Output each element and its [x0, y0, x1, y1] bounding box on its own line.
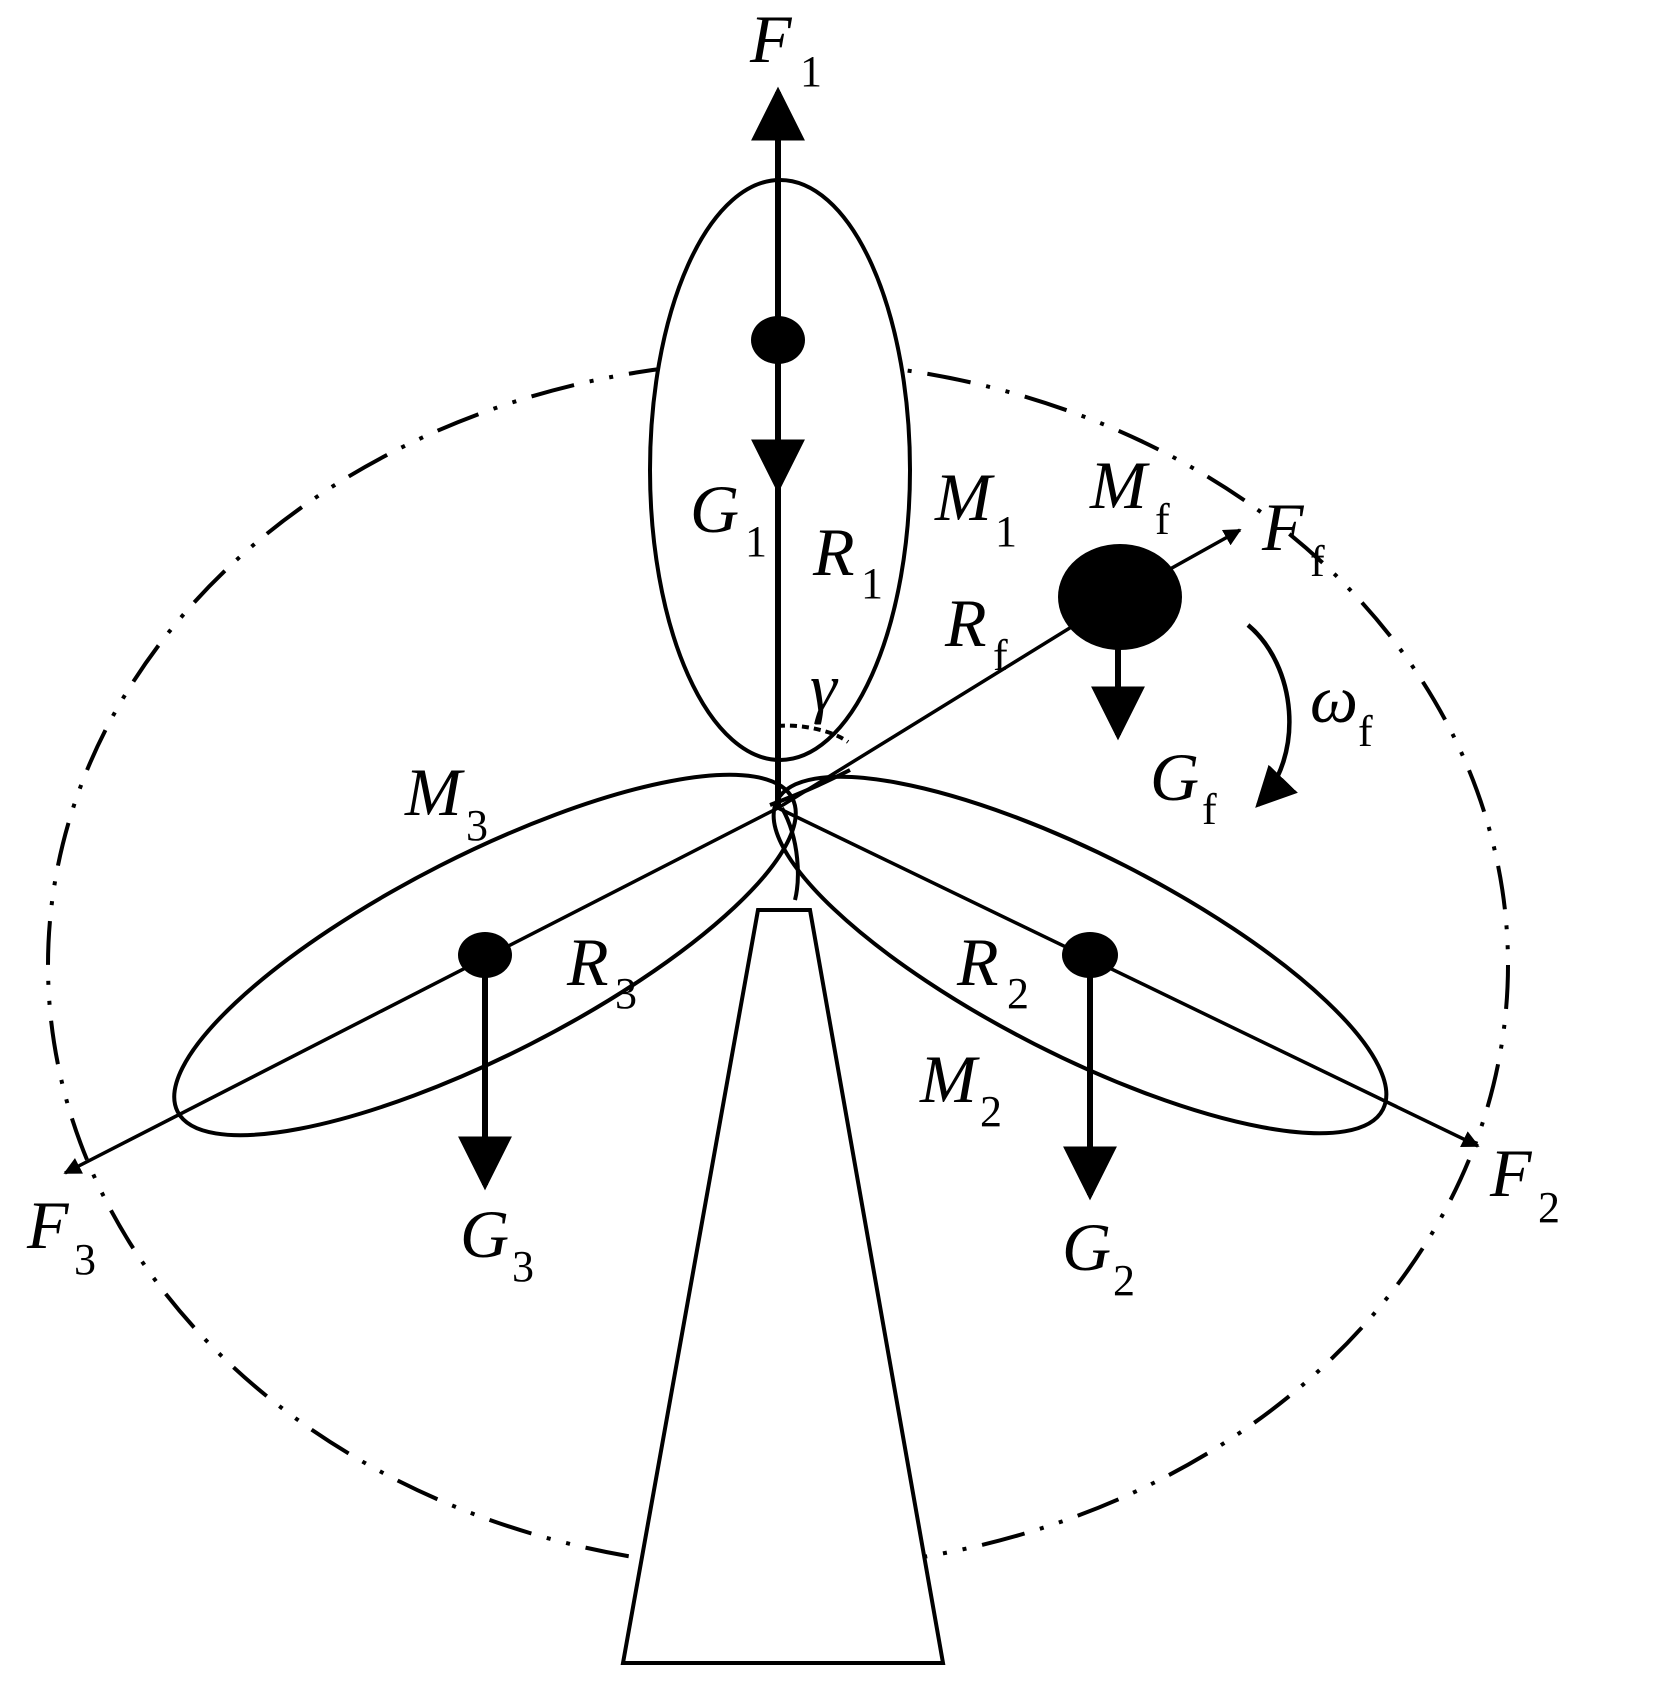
svg-text:1: 1	[745, 517, 767, 566]
label-mf: M f	[1089, 447, 1170, 544]
tower	[620, 908, 946, 1665]
svg-text:γ: γ	[810, 649, 839, 725]
svg-text:G: G	[1062, 1209, 1111, 1285]
f3-arrow	[63, 806, 779, 1175]
svg-text:f: f	[993, 631, 1008, 680]
f2-arrow	[777, 806, 1480, 1148]
label-m2: M 2	[919, 1041, 1002, 1136]
label-g1: G 1	[690, 471, 767, 566]
svg-text:1: 1	[995, 507, 1017, 556]
label-gf: G f	[1150, 739, 1217, 834]
label-m1: M 1	[934, 459, 1017, 556]
svg-text:1: 1	[861, 559, 883, 608]
label-gamma: γ	[810, 649, 839, 725]
svg-text:F: F	[749, 1, 793, 77]
svg-text:F: F	[1489, 1135, 1533, 1211]
blade-1-mass-point	[751, 316, 805, 364]
svg-text:G: G	[460, 1196, 509, 1272]
svg-text:3: 3	[74, 1235, 96, 1284]
label-rf: R f	[944, 585, 1008, 680]
svg-text:2: 2	[1113, 1256, 1135, 1305]
svg-text:3: 3	[512, 1242, 534, 1291]
gamma-angle-arc	[777, 723, 850, 744]
svg-text:M: M	[1089, 447, 1150, 523]
label-f3: F 3	[26, 1187, 96, 1284]
label-f2: F 2	[1489, 1135, 1560, 1232]
svg-text:f: f	[1310, 537, 1325, 586]
svg-text:G: G	[1150, 739, 1199, 815]
label-r3: R 3	[566, 924, 637, 1018]
svg-text:3: 3	[466, 801, 488, 850]
svg-text:f: f	[1358, 707, 1373, 756]
rf-line	[777, 595, 1121, 810]
label-g3: G 3	[460, 1196, 534, 1291]
rotation-arrow	[1246, 623, 1298, 808]
label-r2: R 2	[956, 924, 1029, 1018]
svg-text:f: f	[1155, 495, 1170, 544]
svg-text:R: R	[566, 924, 609, 1000]
svg-text:2: 2	[1007, 969, 1029, 1018]
label-f1: F 1	[749, 1, 822, 96]
label-omegaf: ω f	[1310, 661, 1373, 756]
svg-text:f: f	[1202, 785, 1217, 834]
rotor-sweep-circle	[46, 359, 1510, 1571]
label-g2: G 2	[1062, 1209, 1135, 1305]
svg-text:1: 1	[800, 47, 822, 96]
svg-text:F: F	[1261, 489, 1305, 565]
svg-text:R: R	[956, 924, 999, 1000]
hub-curve	[780, 807, 800, 901]
svg-text:F: F	[26, 1187, 70, 1263]
svg-text:M: M	[404, 754, 465, 830]
svg-text:R: R	[812, 514, 855, 590]
unbalanced-mass	[1058, 544, 1182, 650]
svg-text:R: R	[944, 585, 987, 661]
svg-text:2: 2	[1538, 1183, 1560, 1232]
svg-text:G: G	[690, 471, 739, 547]
svg-text:ω: ω	[1310, 661, 1358, 737]
label-ff: F f	[1261, 489, 1325, 586]
svg-text:M: M	[934, 459, 995, 535]
svg-text:3: 3	[615, 969, 637, 1018]
svg-text:2: 2	[980, 1087, 1002, 1136]
label-m3: M 3	[404, 754, 488, 850]
svg-text:M: M	[919, 1041, 980, 1117]
label-r1: R 1	[812, 514, 883, 608]
